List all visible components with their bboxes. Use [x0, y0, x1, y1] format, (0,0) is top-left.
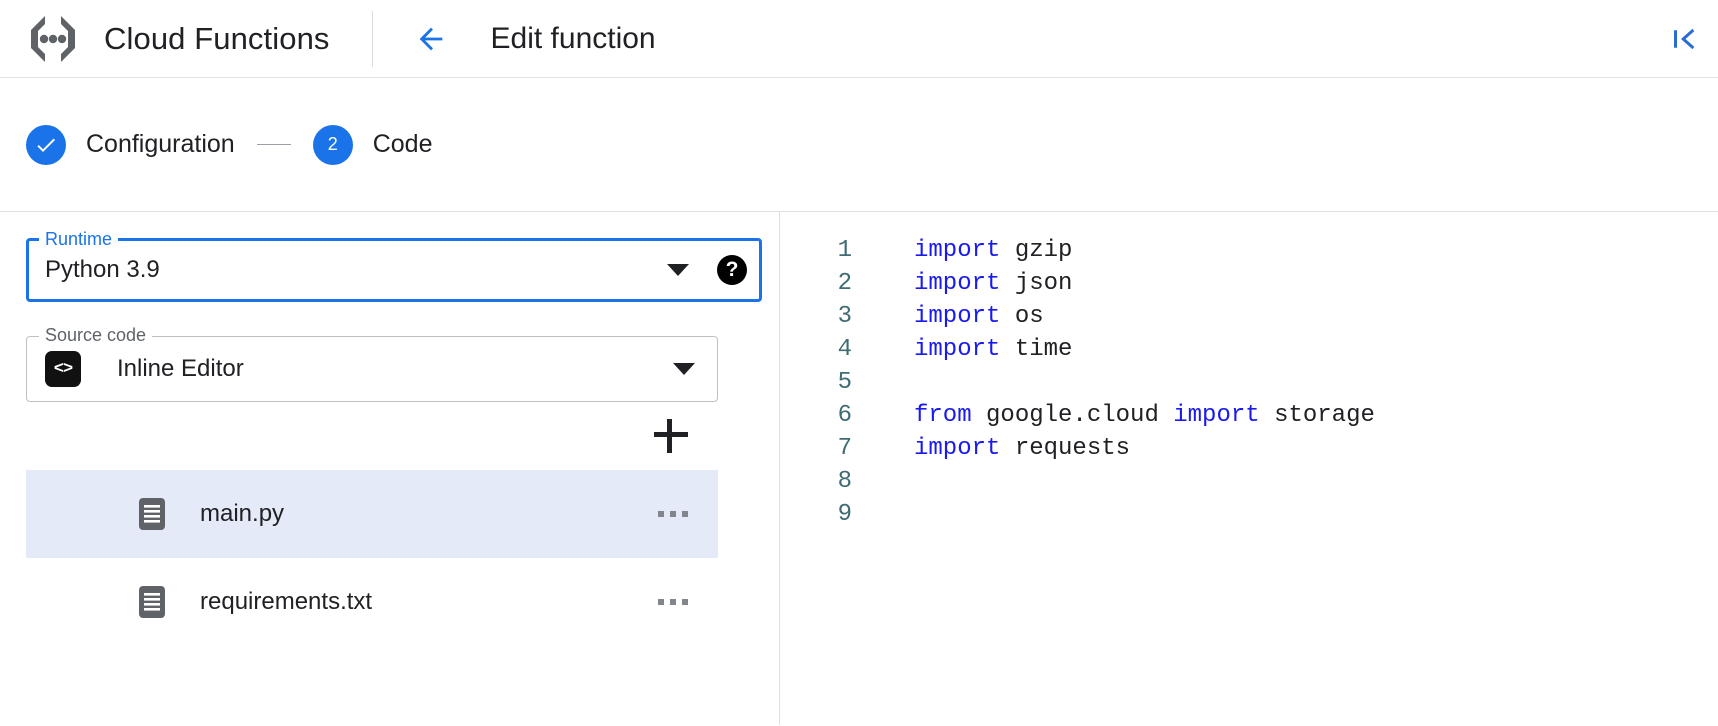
step-configuration-marker — [26, 124, 66, 165]
code-line: 8 — [780, 465, 1718, 498]
wizard-stepper: Configuration 2 Code — [0, 78, 1718, 212]
file-name: main.py — [200, 500, 285, 527]
right-panel: 1 import gzip 2 import json 3 import os 4 impor… — [779, 212, 1718, 725]
add-file-row — [26, 402, 718, 470]
line-number: 9 — [837, 501, 852, 528]
code-line: 4 import time — [780, 333, 1718, 366]
code-brackets-icon: <> — [45, 351, 81, 387]
file-name: requirements.txt — [200, 588, 373, 615]
code-keyword: import — [1173, 402, 1260, 429]
cloud-functions-logo — [22, 13, 84, 65]
code-line-text[interactable]: from google.cloud import storage — [862, 399, 1375, 432]
code-line: 6 from google.cloud import storage — [780, 399, 1718, 432]
code-token: gzip — [1000, 237, 1073, 264]
source-code-label: Source code — [39, 326, 153, 344]
collapse-panel-button[interactable] — [1664, 19, 1704, 59]
code-line: 7 import requests — [780, 432, 1718, 465]
step-configuration-label: Configuration — [86, 130, 235, 158]
line-number: 1 — [837, 237, 852, 264]
code-editor[interactable]: 1 import gzip 2 import json 3 import os 4 impor… — [780, 212, 1718, 725]
check-icon — [37, 138, 55, 152]
line-number: 5 — [837, 369, 852, 396]
line-number: 3 — [837, 303, 852, 330]
code-line: 2 import json — [780, 267, 1718, 300]
plus-icon[interactable] — [654, 419, 688, 453]
code-line-text[interactable]: import json — [862, 267, 1072, 300]
file-list: main.py requirements.txt — [26, 470, 718, 646]
file-document-icon — [138, 585, 166, 619]
code-keyword: import — [914, 270, 1001, 297]
collapse-panel-icon — [1674, 28, 1695, 49]
source-code-value: Inline Editor — [117, 355, 244, 382]
code-line: 1 import gzip — [780, 234, 1718, 267]
code-line: 3 import os — [780, 300, 1718, 333]
code-token: requests — [1000, 435, 1131, 462]
code-keyword: import — [914, 435, 1001, 462]
code-line: 5 — [780, 366, 1718, 399]
runtime-select[interactable]: Runtime Python 3.9 ? — [26, 230, 762, 302]
header-divider — [371, 10, 373, 67]
brand-title: Cloud Functions — [104, 20, 330, 56]
code-line-text[interactable]: import time — [862, 333, 1072, 366]
back-button[interactable] — [411, 19, 451, 59]
help-icon[interactable]: ? — [717, 255, 747, 285]
more-horizontal-icon[interactable] — [658, 511, 688, 517]
runtime-row: Runtime Python 3.9 ? — [26, 230, 780, 302]
code-keyword: import — [914, 303, 1001, 330]
code-keyword: import — [914, 336, 1001, 363]
code-token: os — [1000, 303, 1044, 330]
code-line: 9 — [780, 498, 1718, 531]
chevron-down-icon[interactable] — [673, 363, 695, 375]
source-code-row: Source code <> Inline Editor — [26, 326, 718, 402]
file-list-item-requirements-txt[interactable]: requirements.txt — [26, 558, 718, 646]
line-number: 4 — [837, 336, 852, 363]
code-line-text[interactable]: import requests — [862, 432, 1130, 465]
code-line-text[interactable]: import os — [862, 300, 1044, 333]
code-keyword: from — [914, 402, 972, 429]
page-title: Edit function — [490, 21, 656, 55]
step-code[interactable]: 2 Code — [312, 124, 433, 165]
runtime-value: Python 3.9 — [45, 256, 160, 283]
code-keyword: import — [914, 237, 1001, 264]
app-header: Cloud Functions Edit function — [0, 0, 1718, 78]
left-panel: Runtime Python 3.9 ? Source code <> Inli… — [0, 212, 1524, 725]
line-number: 7 — [837, 435, 852, 462]
source-code-select[interactable]: Source code <> Inline Editor — [26, 326, 718, 402]
step-code-marker: 2 — [312, 124, 353, 165]
code-token: storage — [1259, 402, 1375, 429]
runtime-label: Runtime — [39, 230, 119, 248]
line-number: 2 — [837, 270, 852, 297]
file-list-item-main-py[interactable]: main.py — [26, 470, 718, 558]
more-horizontal-icon[interactable] — [658, 599, 688, 605]
content-area: Runtime Python 3.9 ? Source code <> Inli… — [0, 212, 1718, 725]
step-connector — [256, 143, 291, 146]
step-code-label: Code — [372, 130, 433, 158]
line-number: 8 — [837, 468, 852, 495]
code-token: time — [1000, 336, 1073, 363]
file-document-icon — [138, 497, 166, 531]
code-line-text[interactable]: import gzip — [862, 234, 1072, 267]
code-token: json — [1000, 270, 1073, 297]
line-number: 6 — [837, 402, 852, 429]
chevron-down-icon[interactable] — [667, 264, 689, 276]
brand: Cloud Functions — [0, 0, 330, 77]
arrow-left-icon — [419, 27, 442, 50]
code-token: google.cloud — [971, 402, 1174, 429]
step-configuration[interactable]: Configuration — [26, 124, 235, 165]
